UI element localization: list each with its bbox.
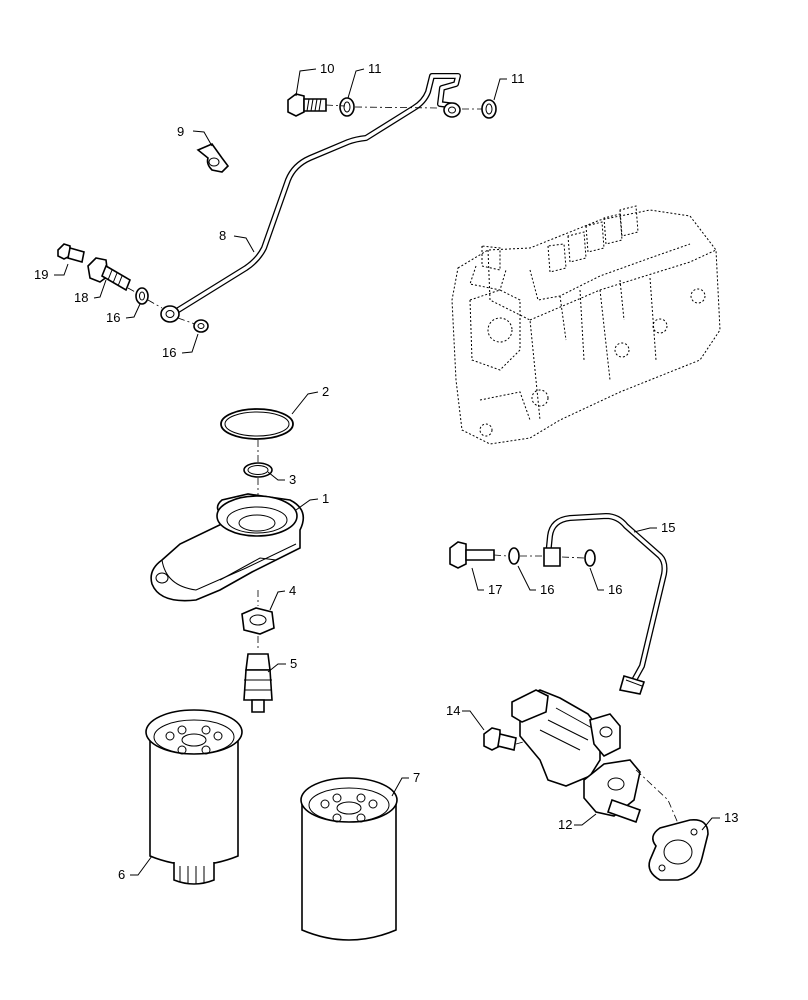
- filter-7: [300, 777, 398, 941]
- filter-6: [145, 709, 243, 885]
- bolt-19: [57, 243, 85, 264]
- callout-3: 3: [289, 472, 296, 487]
- callout-1: 1: [322, 491, 329, 506]
- lift-pump-12: [511, 689, 642, 824]
- fitting-14: [483, 727, 517, 751]
- washer-16-a: [135, 287, 149, 305]
- callout-11: 11: [368, 61, 382, 76]
- washer-16-d: [584, 549, 596, 567]
- washer-11-left: [339, 97, 355, 117]
- injection-pump: [451, 205, 721, 445]
- callout-16: 16: [608, 582, 622, 597]
- callout-4: 4: [289, 583, 296, 598]
- callout-12: 12: [558, 817, 572, 832]
- callout-18: 18: [74, 290, 88, 305]
- clip-9: [196, 143, 230, 173]
- fuel-line-15: [543, 513, 668, 695]
- callout-13: 13: [724, 810, 738, 825]
- callout-8: 8: [219, 228, 226, 243]
- washer-16-b: [193, 319, 209, 333]
- callout-15: 15: [661, 520, 675, 535]
- callout-7: 7: [413, 770, 420, 785]
- o-ring-2: [220, 408, 294, 440]
- callout-6: 6: [118, 867, 125, 882]
- callout-16: 16: [540, 582, 554, 597]
- callout-9: 9: [177, 124, 184, 139]
- nut-4: [241, 607, 275, 635]
- callout-5: 5: [290, 656, 297, 671]
- banjo-bolt-18: [87, 257, 131, 292]
- bolt-17: [449, 541, 495, 569]
- fuel-line-8: [160, 73, 461, 323]
- leader-lines: [54, 68, 720, 876]
- callout-19: 19: [34, 267, 48, 282]
- callout-2: 2: [322, 384, 329, 399]
- filter-head-1: [150, 493, 305, 602]
- washer-11-right: [481, 99, 497, 119]
- banjo-bolt-10: [287, 93, 327, 117]
- callout-14: 14: [446, 703, 460, 718]
- callout-16: 16: [106, 310, 120, 325]
- callout-16: 16: [162, 345, 176, 360]
- callout-labels: 10 11 11 9 8 19 18 16 16 2 3 1 4 5 6 7 1…: [34, 61, 738, 882]
- callout-11: 11: [511, 71, 525, 86]
- fitting-5: [243, 653, 273, 713]
- callout-10: 10: [320, 61, 334, 76]
- o-ring-3: [243, 462, 273, 478]
- gasket-13: [648, 818, 709, 881]
- callout-17: 17: [488, 582, 502, 597]
- washer-16-c: [508, 547, 520, 565]
